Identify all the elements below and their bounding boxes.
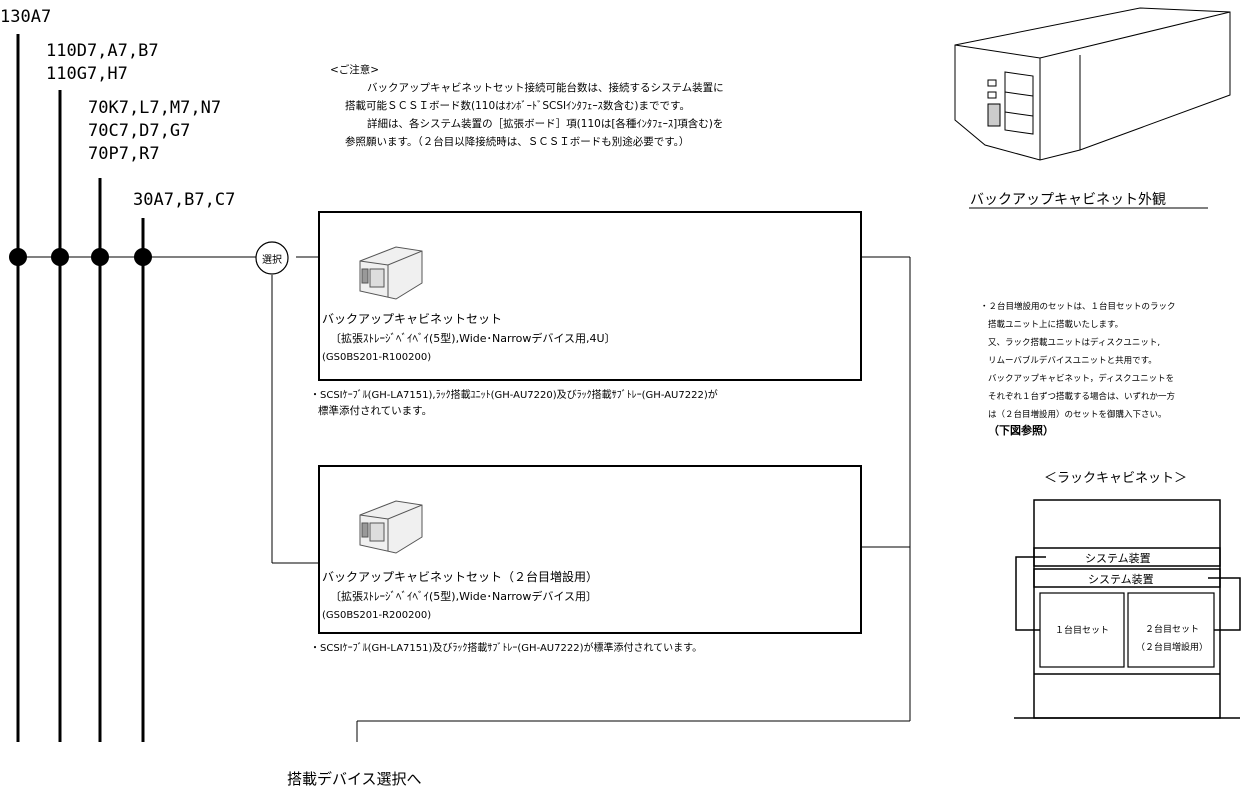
- next-step-label[interactable]: 搭載デバイス選択へ: [287, 770, 422, 788]
- option-2-spec: 〔拡張ｽﾄﾚｰｼﾞﾍﾞｲﾍﾞｲ(5型),Wide･Narrowデバイス用〕: [330, 590, 597, 603]
- device-icon: [359, 500, 423, 554]
- notice-heading: <ご注意>: [330, 64, 380, 76]
- option-1-code: (GS0BS201-R100200): [322, 352, 432, 363]
- rack-note-line: 又、ラック搭載ユニットはディスクユニット,: [988, 338, 1161, 348]
- selector-circle: [255, 241, 289, 275]
- rack-note-line: 搭載ユニット上に搭載いたします。: [988, 320, 1124, 330]
- rack-diagram-title: ＜ラックキャビネット＞: [1044, 471, 1188, 486]
- option-box-2[interactable]: バックアップキャビネットセット（２台目増設用） 〔拡張ｽﾄﾚｰｼﾞﾍﾞｲﾍﾞｲ(…: [318, 465, 862, 634]
- option-1-footnote-line1: ・SCSIｹｰﾌﾞﾙ(GH-LA7151),ﾗｯｸ搭載ﾕﾆｯﾄ(GH-AU722…: [310, 390, 718, 401]
- notice-line: 参照願います。（２台目以降接続時は、ＳＣＳＩボードも別途必要です。）: [345, 136, 690, 148]
- option-1-footnote-line2: 標準添付されています。: [318, 405, 433, 417]
- rack-set-2-line2: （２台目増設用）: [1136, 643, 1209, 653]
- notice-line: 搭載可能ＳＣＳＩボード数(110はｵﾝﾎﾞｰﾄﾞSCSIｲﾝﾀﾌｪｰｽ数含む)ま…: [345, 100, 690, 112]
- appearance-caption: バックアップキャビネット外観: [970, 192, 1166, 208]
- model-70-line2: 70C7,D7,G7: [88, 121, 191, 141]
- rack-note-line: バックアップキャビネット，ディスクユニットを: [988, 374, 1175, 384]
- selector-label: 選択: [262, 255, 282, 266]
- rack-set-1: １台目セット: [1055, 626, 1110, 636]
- cabinet-exterior-illustration: [954, 7, 1231, 161]
- rack-note-line: は（２台目増設用）のセットを御購入下さい。: [988, 410, 1167, 420]
- rack-note-line: ・２台目増設用のセットは、１台目セットのラック: [980, 302, 1176, 312]
- rack-note-line: リムーバブルデバイスユニットと共用です。: [988, 356, 1157, 366]
- rack-note-line: それぞれ１台ずつ搭載する場合は、いずれか一方: [988, 392, 1176, 402]
- rack-note-line: （下図参照）: [988, 424, 1054, 437]
- rack-set-2-line1: ２台目セット: [1145, 625, 1200, 635]
- junction-dot: [134, 248, 152, 266]
- option-1-spec: 〔拡張ｽﾄﾚｰｼﾞﾍﾞｲﾍﾞｲ(5型),Wide･Narrowデバイス用,4U〕: [330, 332, 616, 345]
- model-130: 130A7: [0, 7, 52, 27]
- model-30: 30A7,B7,C7: [133, 190, 236, 210]
- model-70-line1: 70K7,L7,M7,N7: [88, 98, 222, 118]
- option-1-title: バックアップキャビネットセット: [322, 312, 503, 326]
- option-box-1[interactable]: バックアップキャビネットセット 〔拡張ｽﾄﾚｰｼﾞﾍﾞｲﾍﾞｲ(5型),Wide…: [318, 211, 862, 381]
- option-2-footnote: ・SCSIｹｰﾌﾞﾙ(GH-LA7151)及びﾗｯｸ搭載ｻﾌﾞﾄﾚｰ(GH-AU…: [310, 643, 703, 654]
- model-110-line1: 110D7,A7,B7: [46, 41, 159, 61]
- option-2-title: バックアップキャビネットセット（２台目増設用）: [322, 570, 599, 584]
- notice-line: 詳細は、各システム装置の［拡張ボード］項(110は[各種ｲﾝﾀﾌｪｰｽ]項含む)…: [367, 118, 724, 130]
- rack-system-unit-2: システム装置: [1088, 573, 1154, 586]
- junction-dot: [91, 248, 109, 266]
- rack-system-unit-1: システム装置: [1085, 552, 1151, 565]
- junction-dot: [9, 248, 27, 266]
- option-2-code: (GS0BS201-R200200): [322, 610, 432, 621]
- notice-line: バックアップキャビネットセット接続可能台数は、接続するシステム装置に: [367, 82, 724, 94]
- device-icon: [359, 246, 423, 300]
- junction-dot: [51, 248, 69, 266]
- model-110-line2: 110G7,H7: [46, 64, 128, 84]
- rack-cabinet-diagram: [1014, 499, 1241, 719]
- model-70-line3: 70P7,R7: [88, 144, 160, 164]
